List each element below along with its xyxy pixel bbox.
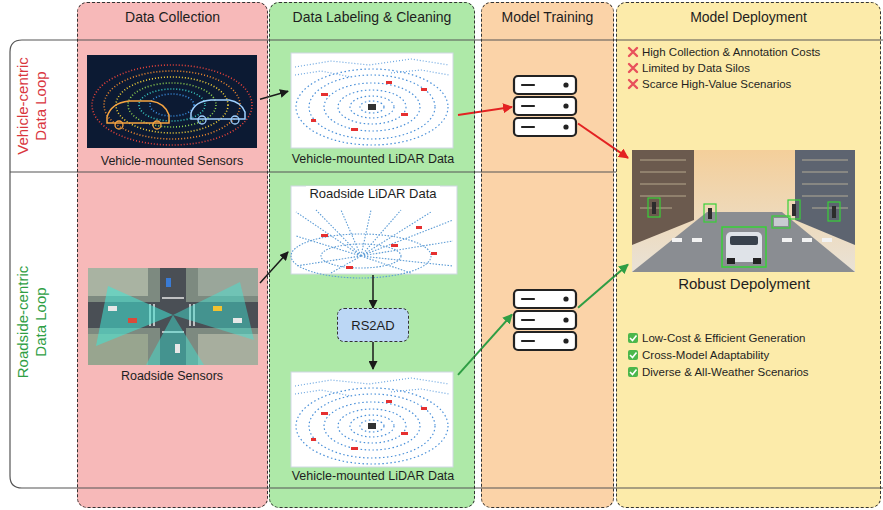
loop-bracket: [10, 40, 883, 488]
vehicle-sensor-image: [87, 55, 257, 148]
image-title: Roadside LiDAR Data: [306, 186, 439, 201]
stage-column: Model DeploymentRobust Depolyment: [616, 2, 881, 508]
flow-arrow: [578, 124, 628, 158]
checklist-note: Limited by Data Silos: [642, 61, 750, 75]
lidar-scan-image: [291, 372, 453, 467]
row-divider: [10, 171, 616, 172]
stage-column: Data Labeling & CleaningVehicle-mounted …: [269, 2, 475, 508]
deployment-image: [632, 150, 855, 272]
image-caption: Roadside Sensors: [84, 369, 260, 383]
column-heading: Model Training: [482, 9, 613, 25]
image-panel: Vehicle-mounted LiDAR Data: [288, 369, 458, 485]
cross-icon: [629, 48, 637, 88]
row-label: Roadside-centric Data Loop: [14, 252, 50, 392]
stage-column: Model Training: [481, 2, 614, 508]
server-icon: [514, 290, 576, 350]
server-icon: [514, 76, 576, 136]
server-icon: [512, 74, 578, 140]
checklist-note: Low-Cost & Efficient Generation: [642, 331, 805, 345]
flow-arrow: [372, 275, 374, 308]
image-caption: Vehicle-mounted LiDAR Data: [288, 152, 458, 166]
column-heading: Model Deployment: [617, 9, 880, 25]
column-heading: Data Collection: [78, 9, 267, 25]
server-icon: [512, 288, 578, 354]
checklist-note: Scarce High-Value Scenarios: [642, 77, 791, 91]
column-fill: [269, 2, 475, 508]
flow-arrow: [372, 342, 374, 369]
flow-arrow: [458, 107, 512, 115]
image-panel: Roadside Sensors: [84, 265, 260, 385]
column-fill: [481, 2, 614, 508]
checklist-note: Diverse & All-Weather Scenarios: [642, 365, 809, 379]
image-panel: Vehicle-mounted Sensors: [84, 52, 260, 170]
column-fill: [616, 2, 881, 508]
check-icon: [628, 333, 638, 377]
process-box: RS2AD: [337, 308, 409, 342]
column-heading: Data Labeling & Cleaning: [270, 9, 474, 25]
column-fill: [77, 2, 268, 508]
image-caption: Vehicle-mounted LiDAR Data: [288, 469, 458, 483]
image-caption: Vehicle-mounted Sensors: [84, 154, 260, 168]
flow-arrow: [260, 252, 288, 283]
image-caption: Robust Depolyment: [628, 275, 860, 292]
image-panel: Robust Depolyment: [628, 146, 860, 294]
row-label: Vehicle-centric Data Loop: [14, 41, 50, 171]
flow-arrow: [578, 264, 628, 307]
lidar-scan-image: [291, 53, 453, 148]
flow-arrow: [458, 314, 512, 374]
stage-column: Data CollectionVehicle-mounted SensorsRo…: [77, 2, 268, 508]
checklist-note: Cross-Model Adaptability: [642, 348, 769, 362]
checklist-note: High Collection & Annotation Costs: [642, 45, 820, 59]
flow-arrow: [260, 91, 288, 99]
roadside-lidar-image: [291, 186, 457, 278]
image-panel: Roadside LiDAR Data: [288, 183, 458, 275]
image-panel: Vehicle-mounted LiDAR Data: [288, 50, 458, 168]
roadside-sensor-image: [88, 268, 258, 365]
box-label: RS2AD: [351, 318, 394, 333]
